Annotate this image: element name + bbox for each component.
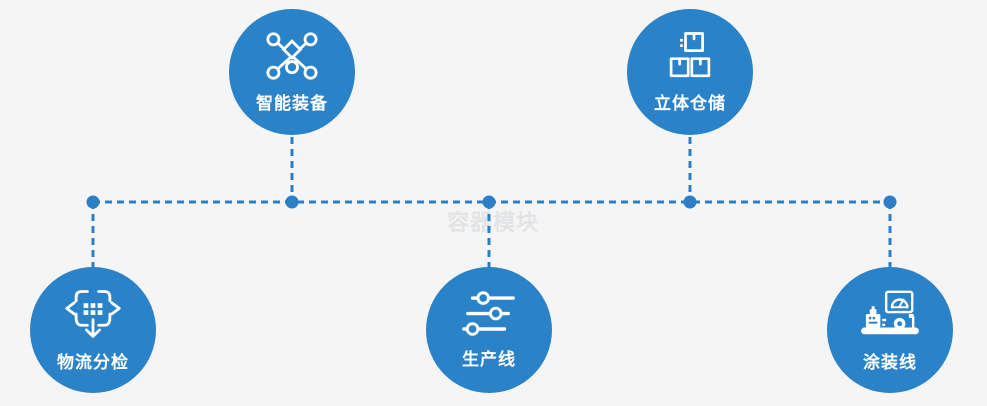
watermark-text: 容器模块 — [447, 210, 540, 235]
junction-dot — [86, 195, 100, 209]
node-label: 智能装备 — [256, 94, 328, 113]
node-painting-line: 涂装线 — [827, 267, 953, 393]
node-stereo-warehouse: 立体仓储 — [627, 9, 753, 135]
junction-dot — [883, 195, 897, 209]
network-nodes-icon — [266, 32, 318, 80]
machine-console-icon — [861, 290, 919, 335]
junction-dot — [683, 195, 697, 209]
node-smart-equipment: 智能装备 — [229, 9, 355, 135]
junction-dot — [285, 195, 299, 209]
sliders-icon — [462, 290, 515, 336]
node-label: 涂装线 — [863, 353, 917, 372]
node-logistics-sorting: 物流分检 — [30, 267, 156, 393]
node-production-line: 生产线 — [426, 267, 552, 393]
node-label: 立体仓储 — [654, 94, 726, 113]
node-label: 生产线 — [462, 349, 516, 369]
stacked-boxes-icon — [669, 32, 711, 78]
junction-dot — [482, 195, 496, 209]
node-label: 物流分检 — [57, 353, 129, 372]
sort-move-icon — [65, 290, 121, 338]
